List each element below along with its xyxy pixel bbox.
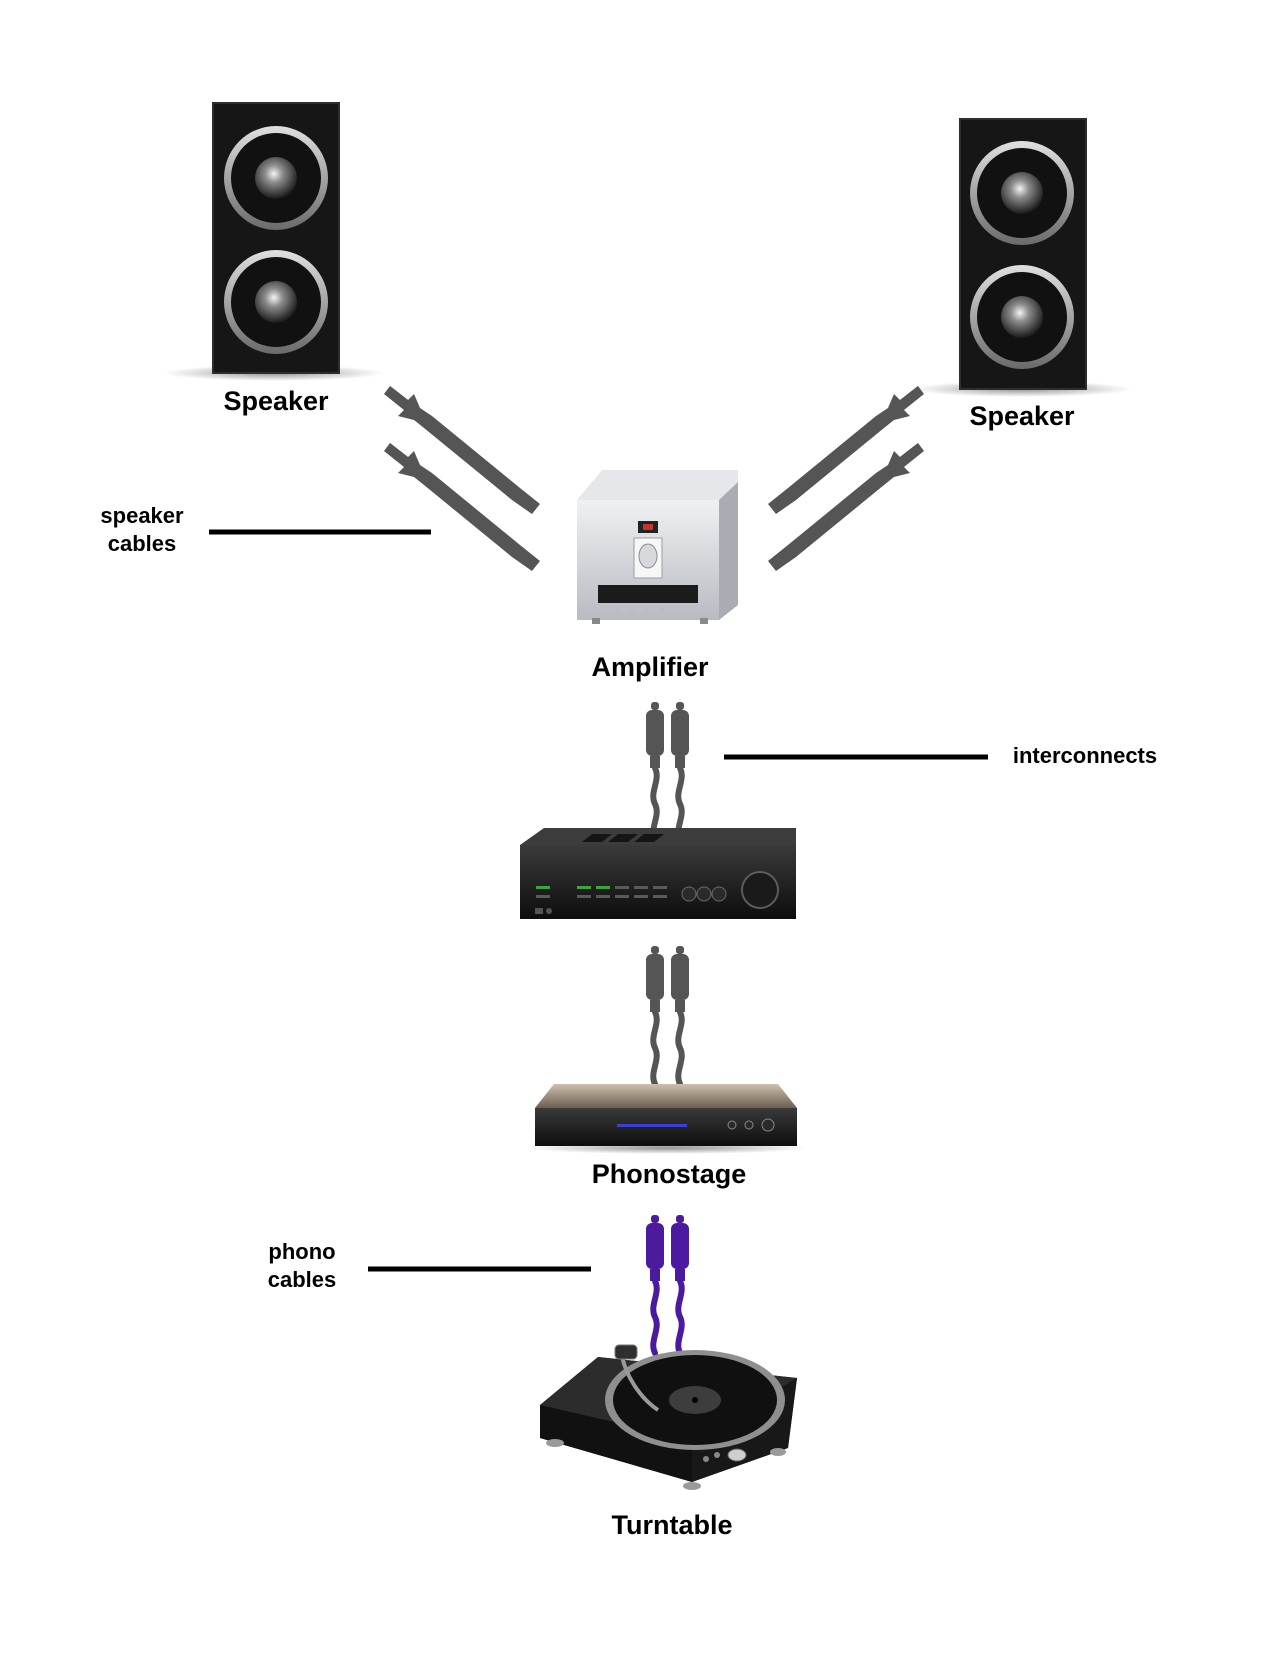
phono-cables-label-line1: phono — [268, 1239, 336, 1264]
speaker-icon-right — [912, 118, 1132, 397]
interconnects-label: interconnects — [1012, 743, 1158, 768]
phono-cables-label: phono cables — [252, 1238, 352, 1294]
rca-plug-icon-interconnect-2b — [671, 946, 689, 1084]
speaker-left-label: Speaker — [223, 386, 329, 416]
phonostage-icon — [528, 1084, 808, 1154]
amplifier-icon — [577, 470, 738, 624]
rca-plug-icon-interconnect-2a — [646, 946, 664, 1084]
amplifier-label: Amplifier — [591, 652, 709, 682]
rca-plug-icon-interconnect-1a — [646, 702, 664, 840]
phonostage-label: Phonostage — [591, 1159, 747, 1189]
spade-connector-icon-right-upper — [768, 386, 924, 514]
speaker-cables-label: speaker cables — [88, 502, 196, 558]
phono-cables-label-line2: cables — [267, 1267, 337, 1292]
turntable-icon — [540, 1344, 797, 1490]
turntable-label: Turntable — [611, 1510, 733, 1540]
rca-plug-icon-phono-a — [646, 1215, 664, 1353]
speaker-cables-label-line1: speaker — [100, 503, 184, 528]
speaker-cables-label-line2: cables — [107, 531, 177, 556]
spade-connector-icon-left-upper — [384, 386, 540, 514]
speaker-icon-left — [164, 102, 384, 381]
spade-connector-icon-right-lower — [768, 443, 924, 571]
spade-connector-icon-left-lower — [384, 443, 540, 571]
rca-plug-icon-interconnect-1b — [671, 702, 689, 840]
preamplifier-icon — [520, 828, 796, 919]
speaker-right-label: Speaker — [969, 401, 1075, 431]
rca-plug-icon-phono-b — [671, 1215, 689, 1353]
